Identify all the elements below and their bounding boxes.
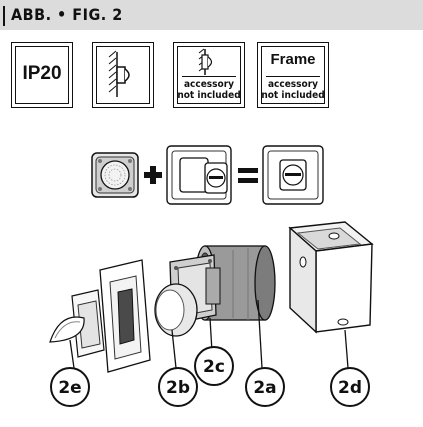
cover-frame [99,259,151,373]
frame-label-line1: accessory [267,79,319,90]
accessory-box: accessory not included [173,42,245,108]
accessory-label-line1: accessory [183,79,235,90]
plus-sign [144,166,162,184]
callout-2e-label: 2e [58,378,81,398]
wall-mount-icon [108,50,130,97]
small-cover [71,289,105,358]
sensor-head [154,283,198,337]
callout-2e: 2e [50,367,90,407]
callout-2c: 2c [194,346,234,386]
figure-title: ABB. • FIG. 2 [11,5,123,24]
accessory-label-line2: not included [177,90,241,101]
ip-rating-box: IP20 [11,42,73,108]
callout-2c-label: 2c [203,357,225,377]
callout-2a-label: 2a [253,378,276,398]
frame-label-line2: not included [261,90,325,101]
cover-frame-pair-illustration [166,145,232,205]
callout-leader-lines [69,299,349,369]
flush-mount-icon [198,48,213,75]
frame-box: Frame accessory not included [257,42,329,108]
sensor-insert-illustration [91,152,139,198]
callout-2b-label: 2b [166,378,190,398]
assembled-result-illustration [262,145,324,205]
equals-sign [238,168,258,183]
callout-2d-label: 2d [338,378,362,398]
callout-2a: 2a [245,367,285,407]
callout-2d: 2d [330,367,370,407]
lens-dome [49,316,85,343]
frame-title: Frame [270,51,316,68]
ip-rating-label: IP20 [22,63,62,84]
accessory-divider [182,76,236,77]
wall-mount-box [92,42,154,108]
callout-2b: 2b [158,367,198,407]
surface-mount-box [288,221,374,334]
figure-header: ABB. • FIG. 2 [0,0,423,30]
frame-divider [266,76,320,77]
header-accent-bar [3,6,5,26]
